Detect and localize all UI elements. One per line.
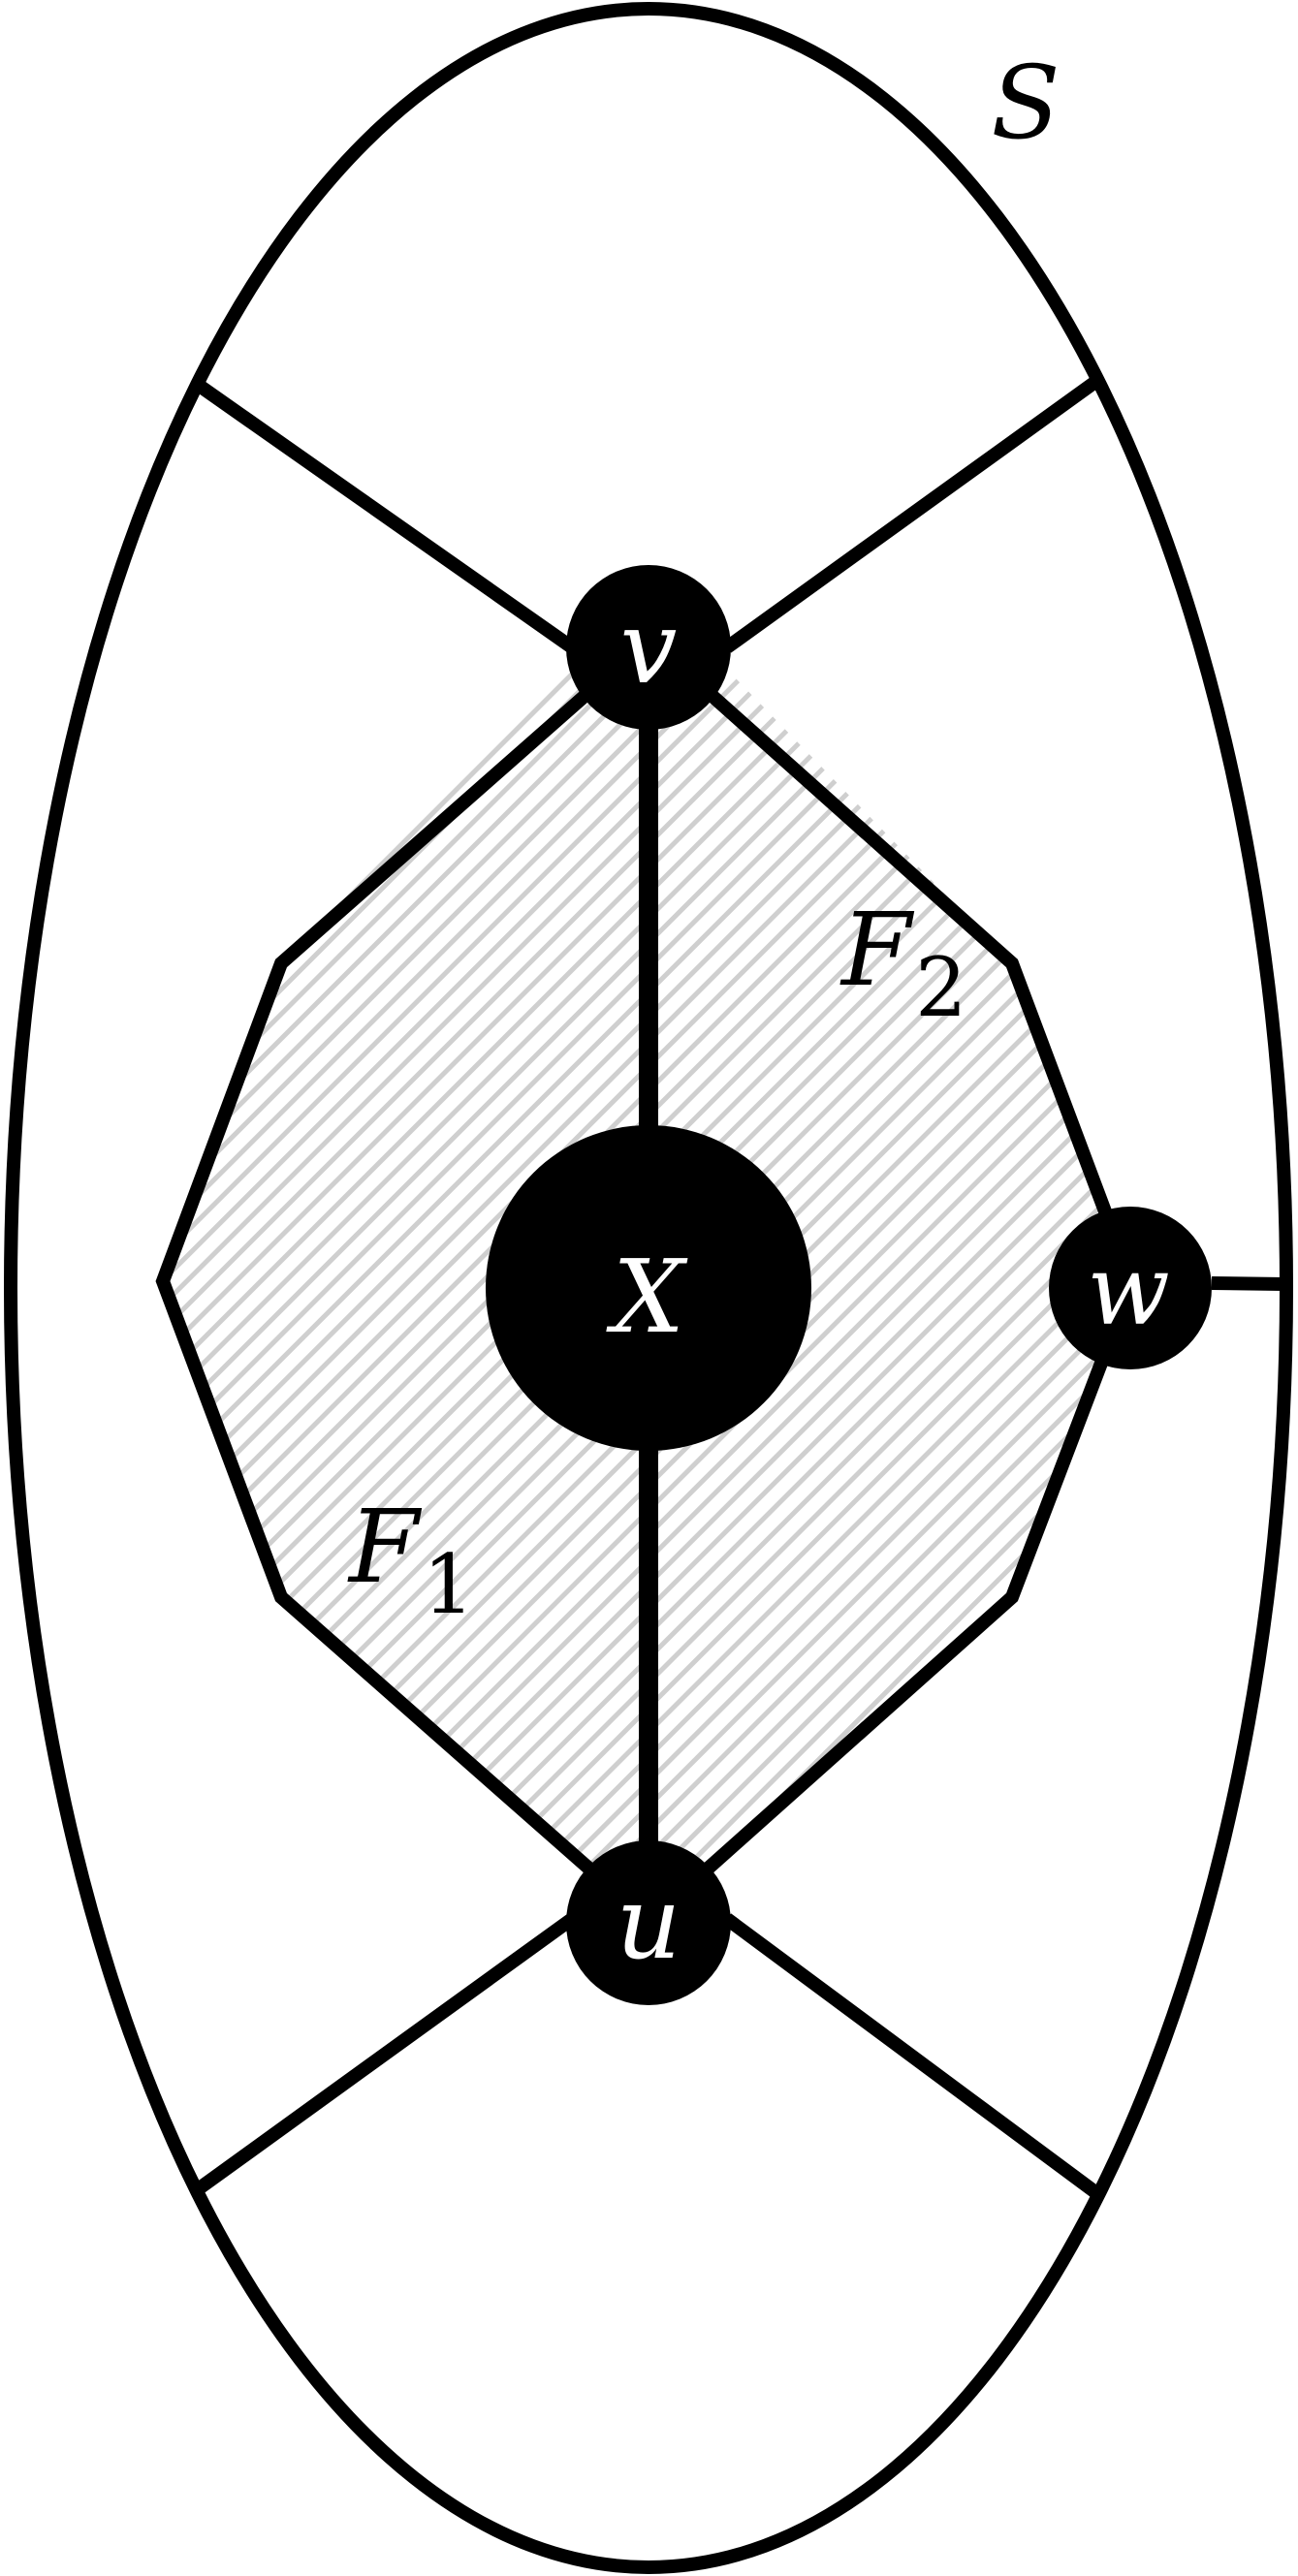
vertex-w [1049, 1207, 1212, 1369]
vertex-w-label: w [1087, 1234, 1170, 1347]
edge-v-outer-left [189, 376, 577, 653]
edge-u-outer-right [722, 1913, 1100, 2198]
vertex-u [566, 1840, 731, 2005]
vertex-x [486, 1125, 811, 1451]
face-f1-label: F1 [347, 1488, 475, 1632]
edge-u-outer-left [189, 1913, 577, 2198]
face-boundary-right [701, 684, 1112, 1214]
face-f1-subscript: 1 [423, 1537, 474, 1632]
surface-boundary [4, 2, 1293, 2574]
edge-w-outer [1211, 1276, 1285, 1291]
face-f2-letter: F [839, 891, 915, 1009]
face-boundary-left [155, 684, 596, 1876]
face-f2-subscript: 2 [915, 940, 966, 1035]
vertex-x-label: X [606, 1238, 688, 1356]
vertex-u-label: u [617, 1864, 681, 1982]
vertex-v [566, 565, 731, 730]
face-f1-region [163, 647, 648, 1866]
vertex-v-label: v [620, 588, 678, 707]
surface-label: S [991, 44, 1060, 162]
edge-v-outer-right [722, 376, 1100, 653]
face-f1-letter: F [347, 1488, 423, 1606]
face-f2-label: F2 [839, 891, 967, 1035]
face-f2-region [649, 647, 1132, 1866]
face-boundary-right-lower [701, 1350, 1112, 1876]
